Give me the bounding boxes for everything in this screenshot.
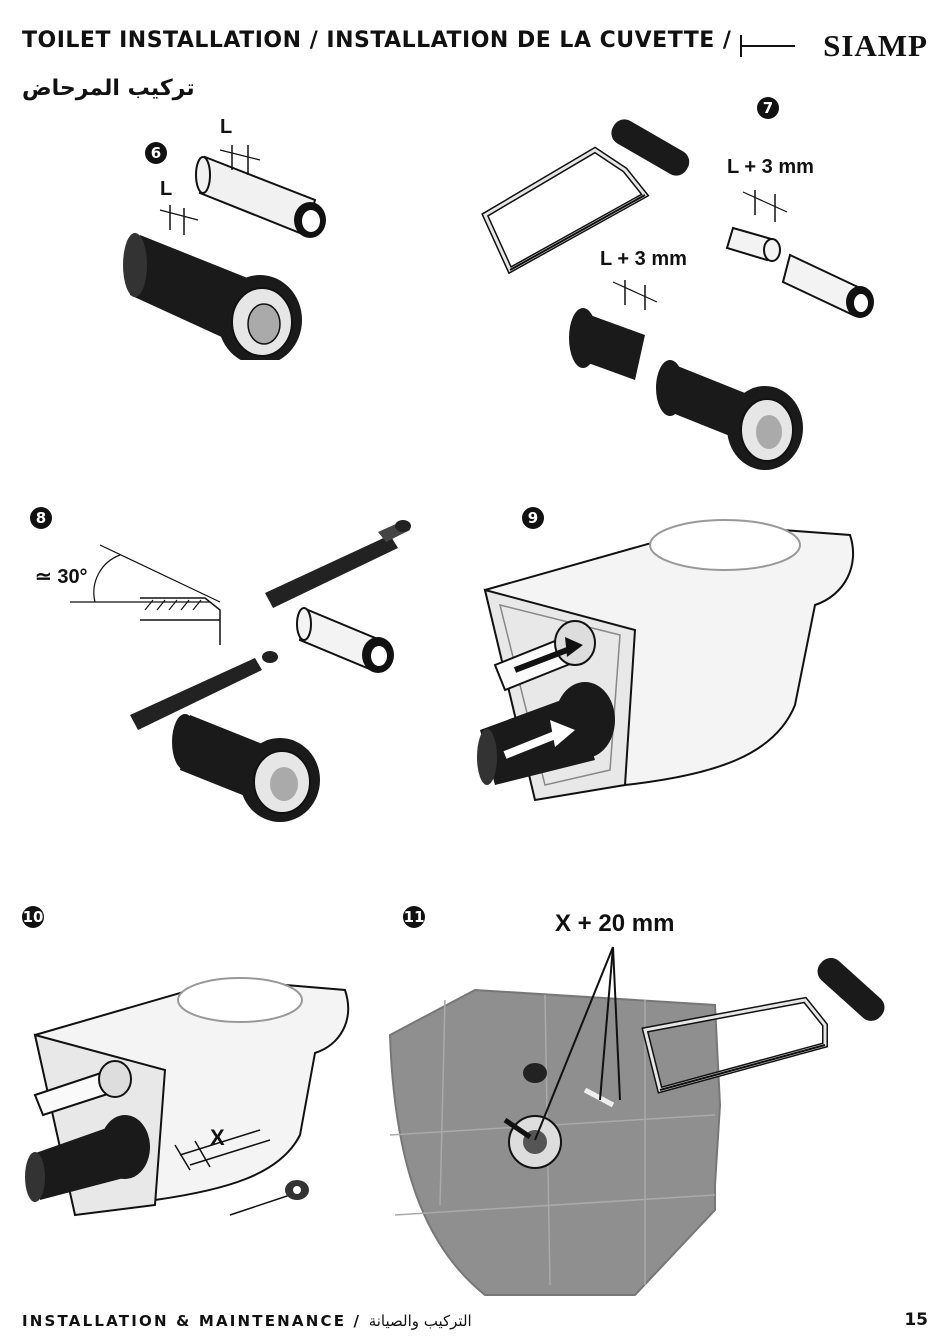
step-6-label-l-top: L bbox=[220, 116, 232, 138]
page-header: TOILET INSTALLATION / INSTALLATION DE LA… bbox=[22, 28, 928, 64]
step-11-illustration: X + 20 mm bbox=[388, 910, 885, 1296]
fitted-sleeve-icon bbox=[25, 1115, 150, 1202]
footer-text: INSTALLATION & MAINTENANCE / bbox=[22, 1312, 362, 1330]
hacksaw-icon bbox=[641, 957, 885, 1094]
measurement-x-icon bbox=[174, 1129, 271, 1171]
short-pipe-icon bbox=[195, 155, 326, 238]
arabic-page-title: تركيب المرحاض bbox=[22, 76, 195, 101]
step-11-badge: 11 bbox=[403, 906, 425, 928]
file-tool-top-icon bbox=[265, 520, 411, 608]
step-7-illustration: L + 3 mm L + 3 mm bbox=[481, 119, 874, 470]
angle-diagram-icon bbox=[70, 544, 221, 645]
page-number: 15 bbox=[904, 1310, 928, 1330]
fitted-pipe-icon bbox=[33, 1060, 132, 1117]
cut-pipe-piece-icon bbox=[725, 226, 874, 318]
cut-sleeve-piece-icon bbox=[569, 308, 803, 470]
step-8-illustration: ≃ 30° bbox=[35, 520, 411, 822]
sleeve-insert-arrow-icon bbox=[477, 682, 615, 785]
step-7-label-pipe: L + 3 mm bbox=[727, 156, 814, 178]
pipe-insert-arrow-icon bbox=[493, 620, 596, 692]
hacksaw-icon bbox=[481, 119, 690, 275]
step-10-illustration: X bbox=[25, 977, 350, 1217]
footer-section-label: INSTALLATION & MAINTENANCE / التركيب وال… bbox=[22, 1312, 472, 1330]
step-7-label-sleeve: L + 3 mm bbox=[600, 248, 687, 270]
page-title: TOILET INSTALLATION / INSTALLATION DE LA… bbox=[22, 28, 732, 53]
tape-measure-icon bbox=[229, 1180, 309, 1216]
file-tool-bottom-icon bbox=[130, 651, 278, 730]
sleeve-icon bbox=[123, 233, 302, 360]
step-7-badge: 7 bbox=[757, 97, 779, 119]
step-9-illustration bbox=[477, 519, 855, 802]
step-8-angle-label: ≃ 30° bbox=[35, 566, 88, 588]
step-6-illustration: L L bbox=[123, 116, 326, 360]
brand-logo: SIAMP bbox=[823, 28, 928, 63]
footer-arabic-text: التركيب والصيانة bbox=[368, 1312, 472, 1330]
step-11-dimension-label: X + 20 mm bbox=[555, 910, 674, 937]
step-10-badge: 10 bbox=[22, 906, 44, 928]
pipe-end-icon bbox=[296, 607, 394, 673]
sleeve-end-icon bbox=[172, 714, 320, 822]
step-6-label-l-bottom: L bbox=[160, 178, 172, 200]
step-9-badge: 9 bbox=[522, 507, 544, 529]
step-8-badge: 8 bbox=[30, 507, 52, 529]
wall-outlet-icon bbox=[503, 1063, 615, 1169]
step-6-badge: 6 bbox=[145, 142, 167, 164]
step-10-label-x: X bbox=[210, 1125, 225, 1150]
title-divider-line bbox=[740, 45, 795, 47]
